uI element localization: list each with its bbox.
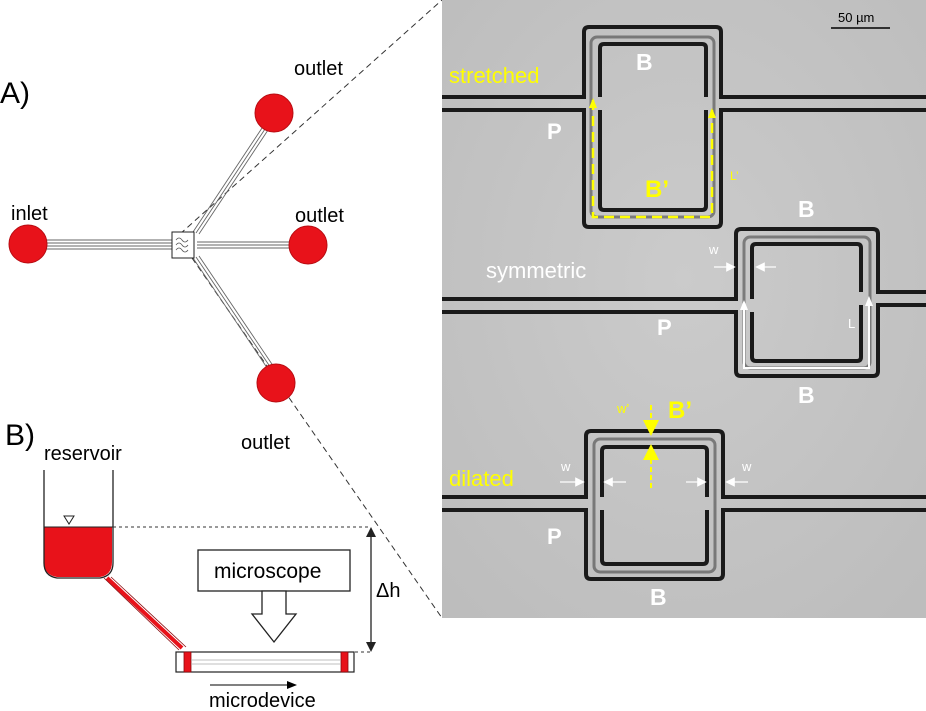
inlet-port [8,224,48,264]
branch-label-symmetric-bottom: B [798,382,815,408]
outlet-label-top: outlet [294,58,343,80]
mode-label-stretched: stretched [449,63,540,88]
scale-bar-label: 50 µm [838,10,874,25]
length-label-stretched: L’ [730,169,739,183]
width-label-symmetric: w [708,242,719,257]
outlet-label-bottom: outlet [241,432,290,454]
microscope-box [197,549,351,592]
parent-label-stretched: P [547,119,562,144]
channel-bundles [30,112,300,382]
branch-label-stretched-top: B [636,49,653,75]
parent-label-dilated: P [547,524,562,549]
light-arrow-icon [250,590,298,644]
inner-path-stretched [591,100,714,219]
width-label-dilated-left: w [560,459,571,474]
branch-label-symmetric-top: B [798,196,815,222]
liquid-level-icon [63,515,75,525]
branch-label-dilated-top: B’ [668,397,692,424]
branch-label-stretched-inner: B’ [645,176,669,203]
reservoir [43,470,114,579]
outlet-port-mid [288,225,328,265]
inner-path-symmetric [743,300,870,369]
micrograph: 50 µm stretched B P B’ L’ [442,0,926,618]
parent-label-symmetric: P [657,315,672,340]
microdevice-label: microdevice [209,690,316,711]
micrograph-background [442,0,926,618]
tubing [105,576,184,650]
mode-label-dilated: dilated [449,466,514,491]
microscope-label: microscope [214,560,321,583]
outlet-port-top [254,93,294,133]
inner-width-label-dilated: w’ [616,401,629,416]
panel-b: B) reservoir Δh microscope micro [5,419,400,711]
mode-label-symmetric: symmetric [486,258,586,283]
microdevice [175,651,355,673]
inlet-label: inlet [11,203,48,225]
zoom-guides [179,0,443,619]
panel-a-label: A) [0,77,30,110]
reservoir-label: reservoir [44,443,122,465]
outlet-label-mid: outlet [295,205,344,227]
height-diff-label: Δh [376,580,400,602]
width-label-dilated-right: w [741,459,752,474]
outlet-port-bottom [256,363,296,403]
panel-a: A) inlet outlet outlet outlet [0,58,344,454]
length-label-symmetric: L [848,316,855,331]
panel-b-label: B) [5,419,35,452]
branch-label-dilated-bottom: B [650,584,667,610]
device-chip [171,231,195,259]
